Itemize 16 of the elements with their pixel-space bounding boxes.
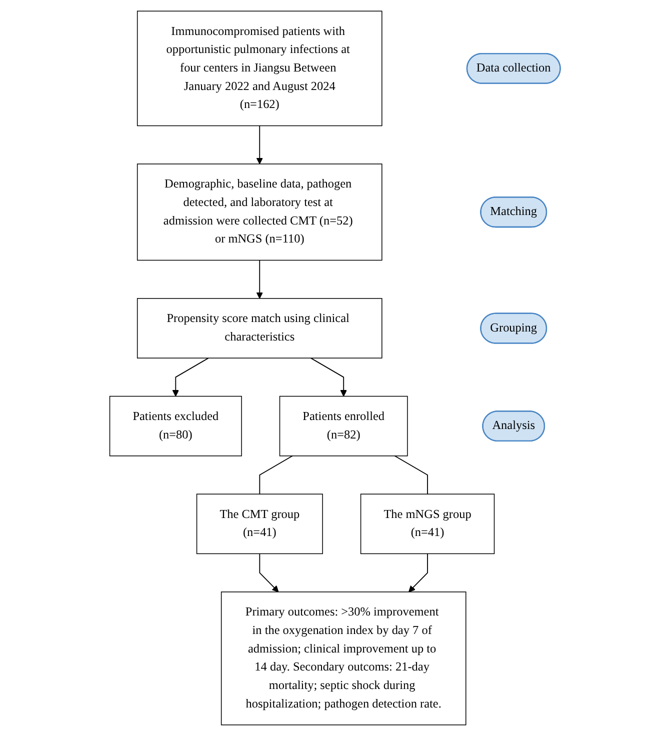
node-box: Patients enrolled (n=82) — [279, 396, 408, 456]
node-box: Demographic, baseline data, pathogen detected, and laboratory test at admission were collected CMT (n=52) or mNGS (n=110) — [136, 164, 382, 261]
node-box: Patients excluded (n=80) — [109, 396, 242, 456]
node-box: The CMT group (n=41) — [196, 494, 323, 554]
node-box: The mNGS group (n=41) — [360, 494, 495, 554]
node-box: Immunocompromised patients with opportunistic pulmonary infections at four centers in Jiangsu Between January 2022 and August 2024 (n=162) — [136, 10, 382, 126]
arrow — [408, 553, 428, 592]
connector — [394, 455, 428, 495]
arrow — [259, 553, 279, 592]
node-box: Propensity score match using clinical characteristics — [136, 298, 382, 358]
arrow — [256, 125, 263, 164]
arrow — [172, 358, 209, 397]
connector — [259, 455, 293, 495]
arrow — [256, 260, 263, 299]
node-box: Primary outcomes: >30% improvement in the oxygenation index by day 7 of admission; clinical improvement up to 14 day. Secondary outcoms: 21-day mortality; septic shock during hospitalization; pathogen detection rate. — [220, 592, 466, 726]
arrow — [310, 358, 347, 397]
